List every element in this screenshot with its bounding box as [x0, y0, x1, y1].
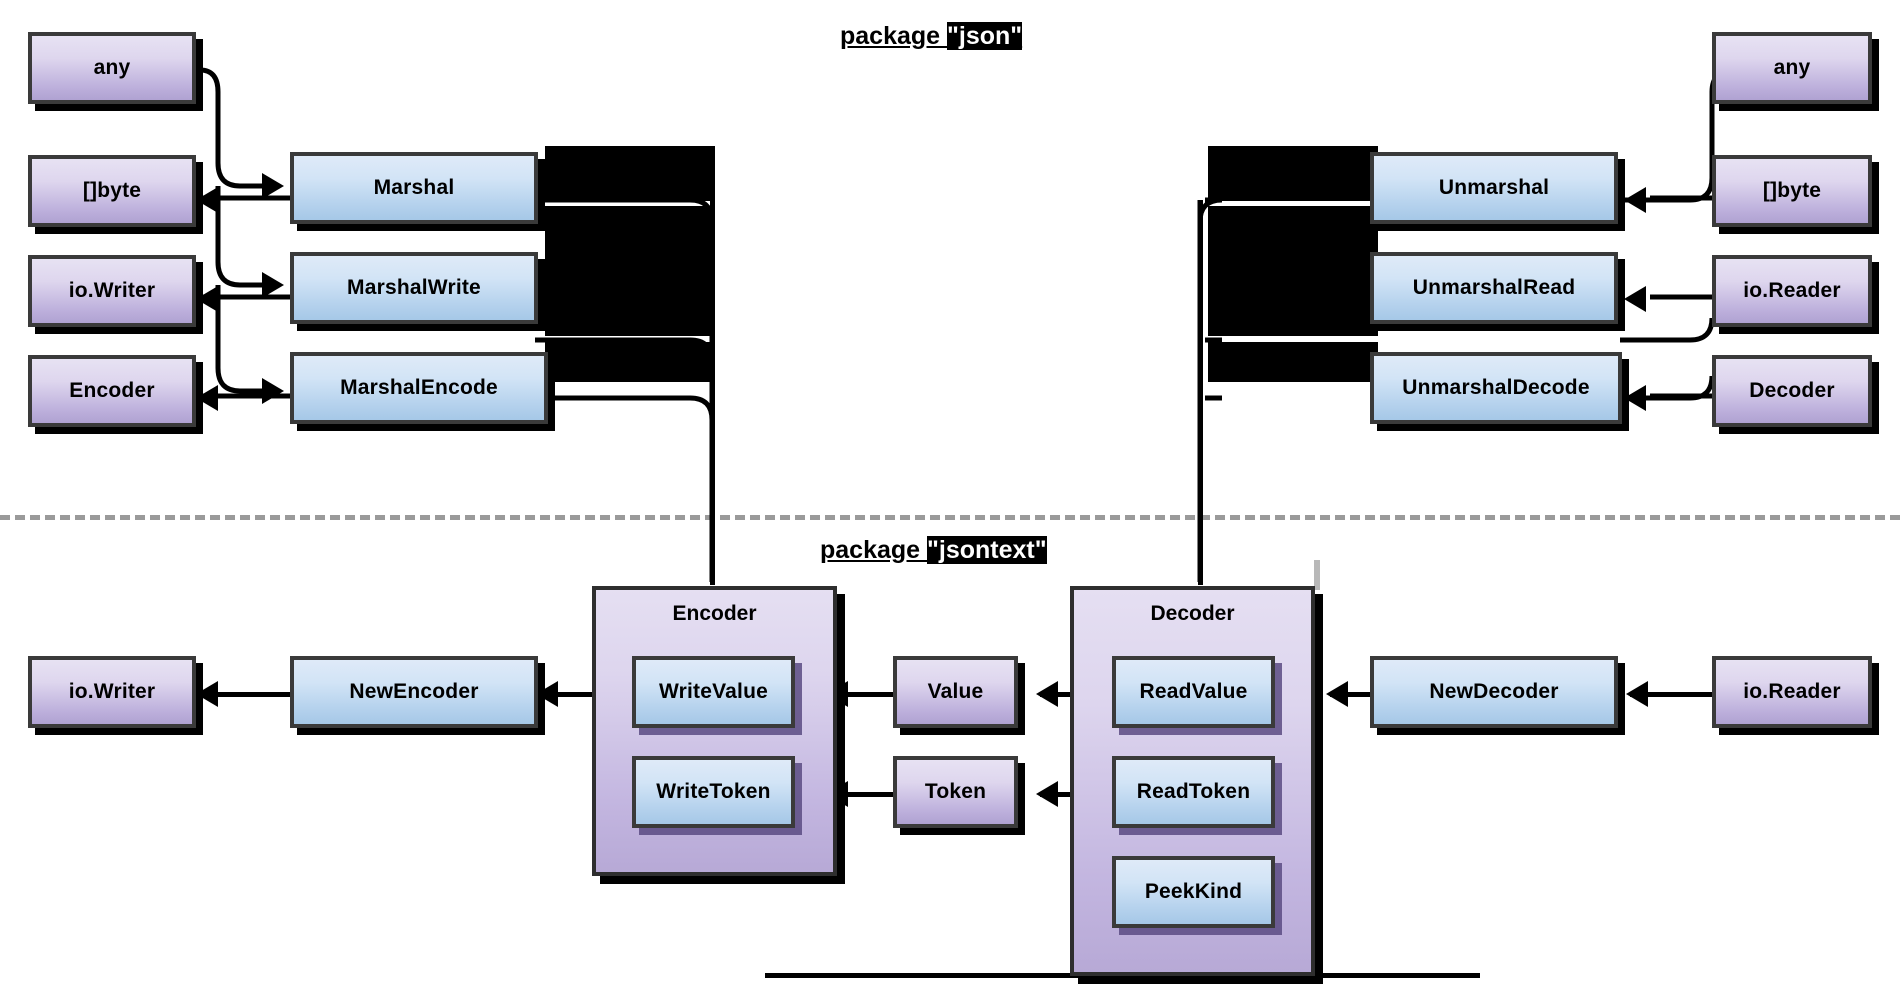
render-artifact-fill	[545, 146, 715, 201]
method-box-label: WriteValue	[659, 680, 768, 703]
render-artifact-fill	[1208, 342, 1378, 382]
type-box-label: any	[93, 56, 131, 79]
group-decoder-title: Decoder	[1150, 602, 1235, 625]
arrowhead-into-marshalwrite	[262, 272, 284, 298]
type-box-value[interactable]: Value	[893, 656, 1018, 728]
type-box-label: []byte	[1762, 179, 1822, 202]
method-box-label: WriteToken	[656, 780, 771, 803]
type-box-iowriter-bottom[interactable]: io.Writer	[28, 656, 196, 728]
edge-any-to-marshal	[194, 67, 268, 189]
render-artifact-fill	[1208, 206, 1378, 336]
type-box-label: []byte	[82, 179, 142, 202]
type-box-label: Decoder	[1749, 379, 1835, 402]
type-box-label: io.Writer	[68, 680, 156, 703]
arrowhead-into-newencoder	[536, 681, 558, 707]
arrowhead-into-encoder	[196, 385, 218, 411]
func-box-unmarshal[interactable]: Unmarshal	[1370, 152, 1618, 224]
group-encoder-title: Encoder	[672, 602, 757, 625]
method-box-label: ReadValue	[1139, 680, 1248, 703]
type-box-bytes-right[interactable]: []byte	[1712, 155, 1872, 227]
package-jsontext-prefix: package	[820, 536, 928, 564]
render-artifact-fill	[545, 342, 715, 382]
edge-unmarshalread-to-any	[1620, 317, 1715, 343]
package-json-title: package "json"	[840, 22, 1023, 51]
func-box-unmarshaldecode[interactable]: UnmarshalDecode	[1370, 352, 1622, 424]
group-encoder[interactable]: Encoder	[592, 586, 837, 876]
type-box-ioreader-bottom[interactable]: io.Reader	[1712, 656, 1872, 728]
func-box-marshalencode[interactable]: MarshalEncode	[290, 352, 548, 424]
type-box-encoder-left[interactable]: Encoder	[28, 355, 196, 427]
method-box-readtoken[interactable]: ReadToken	[1112, 756, 1275, 828]
package-json-prefix: package	[840, 22, 948, 50]
type-box-label: io.Reader	[1743, 279, 1841, 302]
method-box-label: ReadToken	[1136, 780, 1251, 803]
type-box-ioreader-right[interactable]: io.Reader	[1712, 255, 1872, 327]
edge-token-to-writetoken	[830, 792, 940, 797]
method-box-label: PeekKind	[1144, 880, 1243, 903]
edge-value-to-writevalue	[830, 692, 940, 697]
package-divider	[0, 515, 1900, 520]
type-box-token[interactable]: Token	[893, 756, 1018, 828]
func-box-label: Unmarshal	[1438, 176, 1550, 199]
arrowhead-into-value	[1036, 681, 1058, 707]
func-box-label: MarshalEncode	[340, 376, 498, 399]
package-jsontext-title: package "jsontext"	[820, 536, 1047, 565]
arrowhead-into-newdecoder	[1626, 681, 1648, 707]
method-box-writetoken[interactable]: WriteToken	[632, 756, 795, 828]
edge-any-to-marshalencode	[215, 285, 268, 394]
arrowhead-into-unmarshal	[1624, 187, 1646, 213]
decoder-top-tick	[1314, 560, 1320, 590]
type-box-iowriter-left[interactable]: io.Writer	[28, 255, 196, 327]
func-box-unmarshalread[interactable]: UnmarshalRead	[1370, 252, 1618, 324]
type-box-any-right[interactable]: any	[1712, 32, 1872, 104]
arrowhead-into-unmarshalread	[1624, 286, 1646, 312]
edge-marshalencode-down-bundle	[535, 395, 715, 421]
arrowhead-into-iowriter-bottom	[196, 681, 218, 707]
method-box-peekkind[interactable]: PeekKind	[1112, 856, 1275, 928]
edge-ioreader-to-newdecoder	[1630, 692, 1740, 697]
func-box-label: NewEncoder	[349, 680, 479, 703]
type-box-label: any	[1773, 56, 1811, 79]
trunk-right-vertical	[1198, 200, 1203, 585]
func-box-newencoder[interactable]: NewEncoder	[290, 656, 538, 728]
arrowhead-into-token	[1036, 781, 1058, 807]
func-box-marshalwrite[interactable]: MarshalWrite	[290, 252, 538, 324]
edge-newencoder-to-iowriter	[200, 692, 292, 697]
method-box-readvalue[interactable]: ReadValue	[1112, 656, 1275, 728]
func-box-marshal[interactable]: Marshal	[290, 152, 538, 224]
edge-encoder-to-newencoder	[540, 692, 640, 697]
trunk-left-vertical	[710, 200, 715, 585]
func-box-label: UnmarshalRead	[1412, 276, 1576, 299]
type-box-any-left[interactable]: any	[28, 32, 196, 104]
arrowhead-into-marshal	[262, 173, 284, 199]
type-box-decoder-right[interactable]: Decoder	[1712, 355, 1872, 427]
func-box-label: Marshal	[373, 176, 455, 199]
arrowhead-into-marshalencode	[262, 378, 284, 404]
type-box-label: io.Writer	[68, 279, 156, 302]
method-box-writevalue[interactable]: WriteValue	[632, 656, 795, 728]
func-box-label: MarshalWrite	[347, 276, 481, 299]
type-box-label: Encoder	[69, 379, 155, 402]
arrowhead-into-decodergroup	[1326, 681, 1348, 707]
type-box-label: Value	[927, 680, 984, 703]
package-jsontext-name: "jsontext"	[927, 536, 1047, 564]
package-json-name: "json"	[947, 22, 1023, 50]
func-box-label: UnmarshalDecode	[1402, 376, 1590, 399]
func-box-newdecoder[interactable]: NewDecoder	[1370, 656, 1618, 728]
type-box-bytes-left[interactable]: []byte	[28, 155, 196, 227]
arrowhead-into-unmarshaldecode	[1624, 385, 1646, 411]
type-box-label: io.Reader	[1743, 680, 1841, 703]
render-artifact-fill	[1208, 146, 1378, 201]
func-box-label: NewDecoder	[1429, 680, 1559, 703]
edge-any-to-marshalwrite	[215, 186, 268, 288]
type-box-label: Token	[924, 780, 987, 803]
render-artifact-fill	[545, 206, 715, 336]
arrowhead-into-bytes	[196, 187, 218, 213]
arrowhead-into-iowriter	[196, 286, 218, 312]
